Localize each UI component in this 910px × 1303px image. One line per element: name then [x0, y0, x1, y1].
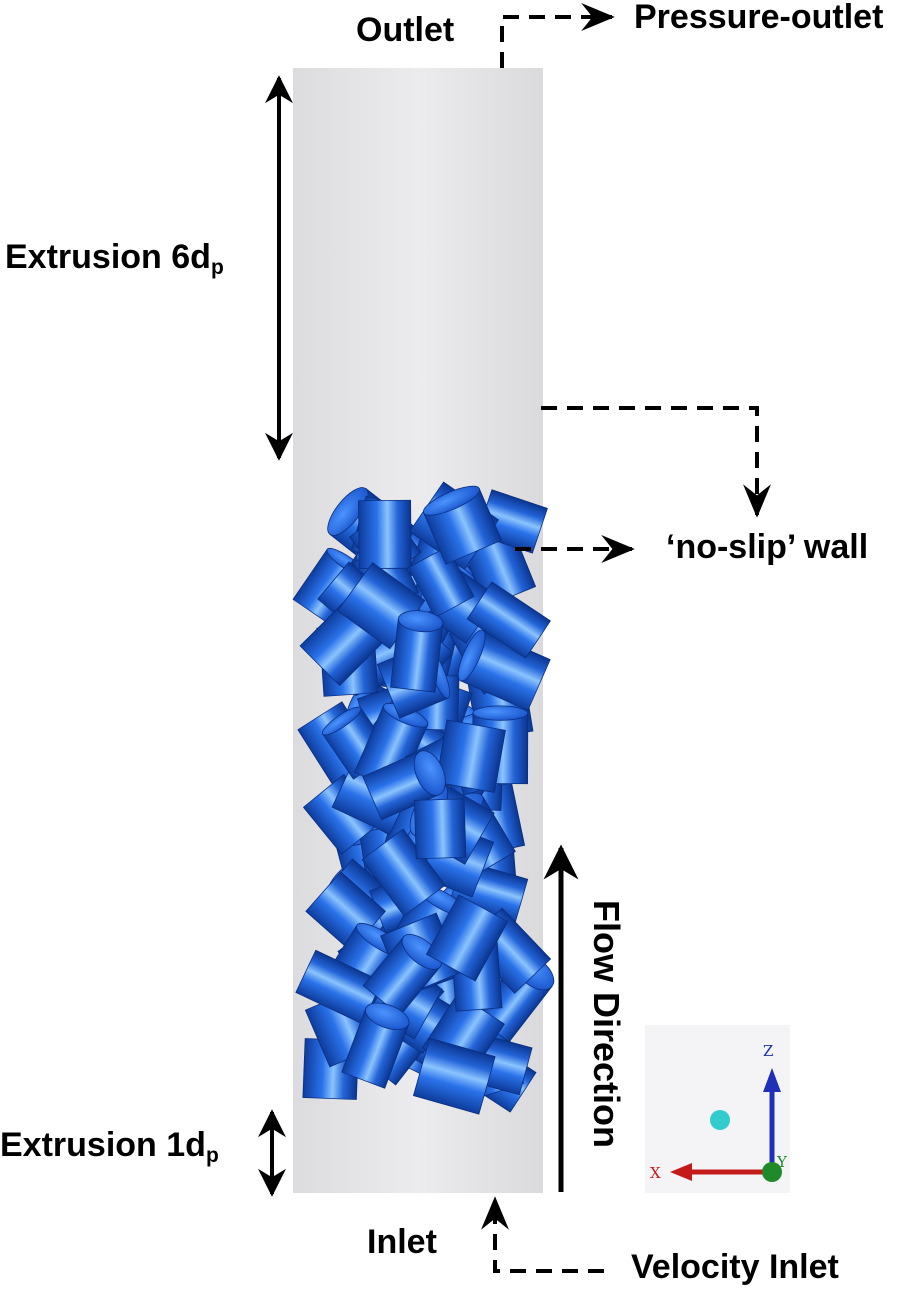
pressure-outlet-label: Pressure-outlet [634, 0, 884, 36]
velocity-inlet-label: Velocity Inlet [631, 1248, 839, 1286]
extrusion-top-subscript: p [210, 256, 224, 279]
x-axis-arrowhead [670, 1163, 692, 1181]
particle-cylinder [466, 581, 551, 659]
particle-cylinder [425, 894, 509, 982]
extrusion-bottom-subscript: p [205, 1144, 219, 1167]
outlet-dashed-connector [500, 3, 615, 68]
wall-dashed-connector-top [541, 406, 771, 518]
particle-cylinder [295, 949, 383, 1025]
axis-z-label: Z [763, 1042, 773, 1060]
axis-x-label: X [650, 1164, 661, 1182]
extrusion-bottom-text: Extrusion 1d [0, 1126, 206, 1164]
y-axis-dot [762, 1162, 782, 1182]
extrusion-bottom-label: Extrusion 1dp [0, 1128, 219, 1166]
particle-cylinder [362, 934, 442, 1017]
axis-marker-sphere [710, 1110, 730, 1130]
extrusion-top-text: Extrusion 6d [5, 238, 211, 276]
particle-cylinder [341, 1002, 410, 1089]
particle-cylinder [390, 610, 444, 693]
inlet-dashed-connector [481, 1196, 604, 1273]
axis-y-label: Y [776, 1153, 788, 1171]
particle-cylinder [358, 499, 412, 570]
particle-cylinder [412, 1037, 496, 1115]
particle-cylinder [422, 485, 503, 565]
packed-particles [292, 481, 555, 1115]
particle-cylinder [435, 719, 506, 793]
flow-direction-label: Flow Direction [586, 900, 627, 1149]
axis-triad: Z X Y [645, 1025, 790, 1193]
particle-cylinder [413, 798, 467, 860]
extrusion-top-label: Extrusion 6dp [5, 240, 224, 278]
particle-cylinder [407, 546, 475, 618]
inlet-label: Inlet [367, 1223, 437, 1261]
z-axis-arrowhead [763, 1068, 781, 1092]
outlet-label: Outlet [356, 11, 455, 49]
no-slip-wall-label: ‘no-slip’ wall [666, 528, 869, 566]
